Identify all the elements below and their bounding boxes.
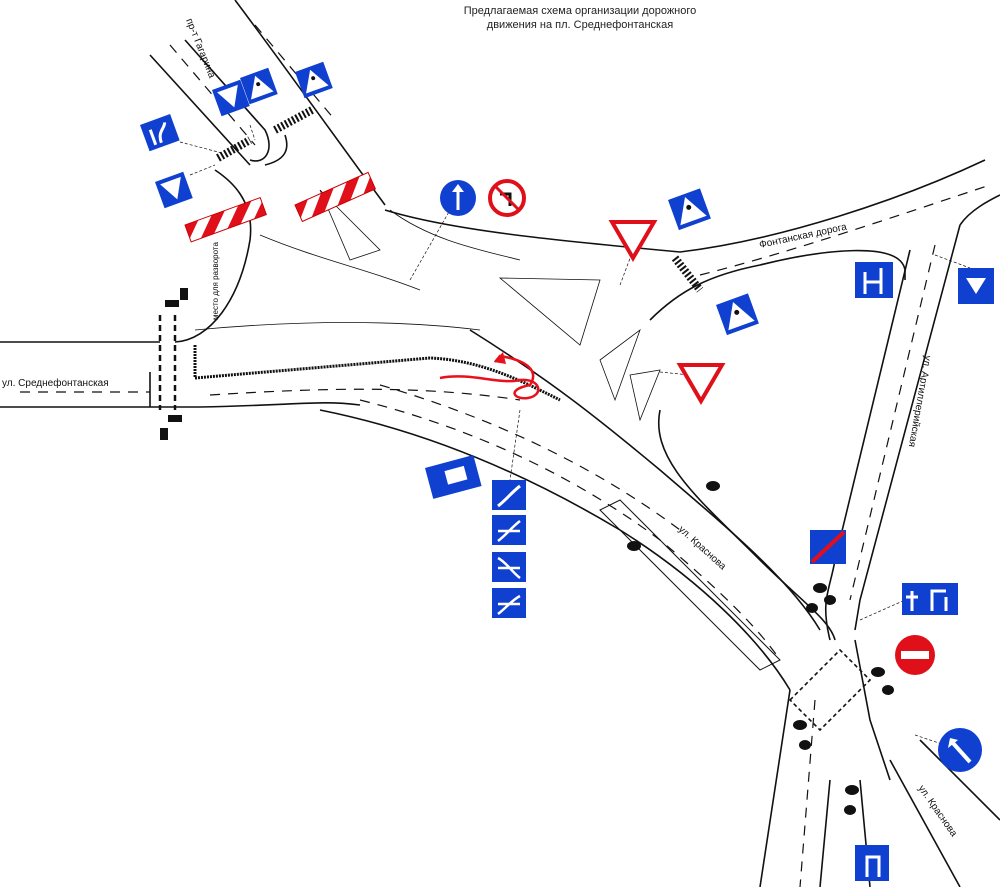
title-line-1: Предлагаемая схема организации дорожного bbox=[463, 5, 697, 17]
pedestrian-crossing-sign-icon bbox=[716, 293, 759, 336]
lane-change-sign-icon bbox=[492, 588, 526, 618]
lane-change-sign-icon bbox=[492, 480, 526, 510]
title-line-2: движения на пл. Среднефонтанская bbox=[486, 19, 674, 31]
one-way-sign-icon bbox=[958, 268, 994, 304]
street-label-srednefontanskaya: ул. Среднефонтанская bbox=[2, 377, 109, 389]
bus-stop-sign-icon bbox=[425, 455, 482, 499]
sign-pointers bbox=[179, 124, 971, 746]
no-entry-sign-icon bbox=[895, 635, 935, 675]
road-gagarina bbox=[149, 0, 386, 206]
street-label-krasnova: ул. Краснова bbox=[676, 524, 728, 573]
pedestrian-crossing-sign-icon bbox=[668, 188, 711, 231]
pass-right-sign-icon bbox=[938, 728, 982, 772]
road-artilleriyskaya: ул. Артиллерийская ул. Краснова bbox=[759, 224, 1000, 887]
road-krasnova: ул. Краснова bbox=[319, 329, 836, 691]
street-label-krasnova-2: ул. Краснова bbox=[916, 783, 960, 839]
no-left-turn-sign-icon bbox=[488, 179, 526, 217]
u-turn-note: место для разворота bbox=[211, 242, 220, 320]
end-of-zone-sign-icon bbox=[810, 530, 846, 564]
red-annotation-arrowhead bbox=[494, 352, 506, 364]
pedestrian-underpass-sign-icon bbox=[155, 171, 193, 209]
traffic-lights bbox=[160, 288, 894, 815]
lane-direction-sign-icon bbox=[855, 845, 889, 881]
red-annotation-scribble bbox=[439, 354, 540, 400]
straight-only-sign-icon bbox=[440, 180, 476, 216]
lane-change-sign-icon bbox=[492, 552, 526, 582]
lane-direction-sign-icon bbox=[855, 262, 893, 298]
lane-direction-sign-icon bbox=[140, 114, 180, 152]
scheme-title: Предлагаемая схема организации дорожного… bbox=[400, 4, 760, 32]
lane-change-sign-icon bbox=[492, 515, 526, 545]
road-fontanskaya: Фонтанская дорога bbox=[384, 159, 1000, 321]
junction-islands bbox=[259, 189, 661, 422]
yield-sign-icon bbox=[676, 363, 726, 405]
pedestrian-crossing-sign-icon bbox=[212, 79, 250, 117]
pedestrian-crossing-sign-icon bbox=[295, 61, 333, 99]
lane-direction-sign-icon bbox=[902, 583, 958, 615]
pedestrian-crossing-sign-icon bbox=[240, 67, 278, 105]
street-label-artilleriyskaya: ул. Артиллерийская bbox=[906, 354, 933, 447]
road-srednefontanskaya bbox=[0, 169, 561, 410]
yield-sign-icon bbox=[608, 220, 658, 262]
chevron-barrier-left bbox=[184, 196, 267, 243]
street-label-gagarina: пр-т Гагарина bbox=[183, 17, 217, 80]
chevron-barrier-right bbox=[294, 171, 377, 223]
